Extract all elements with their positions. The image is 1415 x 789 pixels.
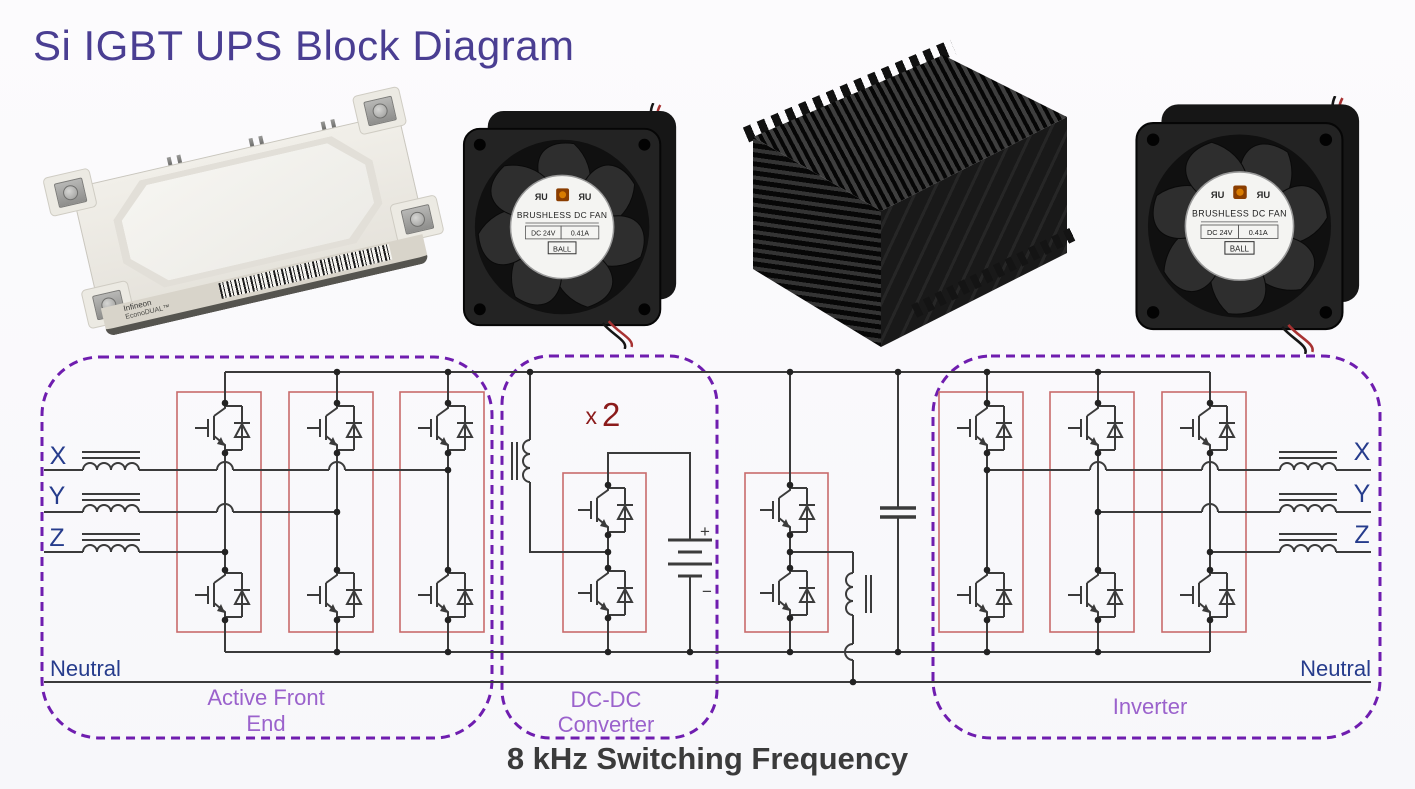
afe-label-line1: Active Front [207, 685, 324, 710]
afe-input-wires [44, 469, 448, 553]
igbt-icon [417, 398, 474, 458]
fan-current: 0.41A [571, 230, 590, 237]
fan-hub-label [509, 174, 615, 280]
inverter-section-border [931, 354, 1382, 740]
igbt-icon [577, 563, 634, 623]
neutral-bridge-circuit [789, 372, 872, 682]
svg-text:BALL: BALL [1230, 245, 1250, 254]
phase-x-right: X [1354, 438, 1371, 466]
battery-minus-label: − [702, 582, 712, 601]
igbt-icon [1179, 565, 1236, 625]
section-labels: Active Front End DC-DC Converter Inverte… [207, 685, 1187, 737]
dcdc-multiplier-value: 2 [602, 396, 620, 433]
inductor-icon [1278, 451, 1338, 471]
igbt-icon [1067, 565, 1124, 625]
inverter-output-wires [987, 469, 1371, 553]
afe-label-line2: End [246, 711, 285, 736]
igbt-icon [1067, 398, 1124, 458]
svg-text:BRUSHLESS DC FAN: BRUSHLESS DC FAN [1192, 209, 1287, 219]
fan-voltage: DC 24V [531, 230, 556, 237]
neutral-label-left: Neutral [50, 656, 121, 681]
igbt-icon [194, 398, 251, 458]
igbt-icon [759, 480, 816, 540]
phase-x-left: X [50, 442, 67, 470]
phase-labels-right: X Y Z [1354, 438, 1371, 549]
igbt-icon [306, 565, 363, 625]
igbt-icon [956, 398, 1013, 458]
caption: 8 kHz Switching Frequency [506, 741, 909, 776]
igbt-icon [956, 565, 1013, 625]
fan-hub-label [1184, 171, 1295, 281]
dcdc-section-border [500, 354, 719, 740]
fan-title: BRUSHLESS DC FAN [517, 210, 607, 220]
phase-y-right: Y [1354, 480, 1371, 508]
inductor-icon [522, 439, 531, 483]
inverter-label: Inverter [1113, 694, 1188, 719]
phase-z-right: Z [1354, 521, 1369, 549]
igbt-box [399, 391, 485, 633]
svg-text:DC 24V: DC 24V [1207, 228, 1233, 237]
fan-cert-left: ЯU [535, 192, 548, 202]
heatsink-photo [695, 25, 1080, 358]
inductor-icon [1278, 493, 1338, 513]
igbt-icon [306, 398, 363, 458]
cooling-fan-photo-left: ЯU ЯU BRUSHLESS DC FAN DC 24V 0.41A BALL [462, 103, 677, 349]
page-title: Si IGBT UPS Block Diagram [33, 22, 575, 69]
igbt-icon [194, 565, 251, 625]
inductor-icon [845, 572, 854, 616]
cooling-fan-photo-right: ЯU ЯU BRUSHLESS DC FAN DC 24V 0.41A BALL [1135, 96, 1360, 354]
igbt-box [938, 391, 1024, 633]
phase-y-left: Y [49, 482, 66, 510]
dcdc-label-line2: Converter [558, 712, 655, 737]
phase-labels-left: X Y Z [49, 442, 67, 552]
dcdc-circuit [511, 372, 712, 652]
igbt-icon [1179, 398, 1236, 458]
battery-plus-label: + [700, 522, 710, 541]
inductor-icon [81, 451, 141, 471]
svg-text:0.41A: 0.41A [1249, 228, 1268, 237]
inductor-icon [1278, 533, 1338, 553]
phase-z-left: Z [49, 524, 64, 552]
svg-text:ЯU: ЯU [1257, 190, 1271, 200]
dc-bus-rails [44, 371, 1371, 683]
inductor-icon [81, 493, 141, 513]
inductor-icon [81, 533, 141, 553]
capacitor-symbol [880, 372, 916, 652]
afe-section-border [40, 355, 494, 740]
battery-symbol: + − [700, 522, 712, 601]
svg-text:ЯU: ЯU [1211, 190, 1225, 200]
dcdc-multiplier-prefix: x [586, 403, 598, 429]
fan-cert-right: ЯU [578, 192, 591, 202]
neutral-label-right: Neutral [1300, 656, 1371, 681]
igbt-icon [759, 563, 816, 623]
dcdc-label-line1: DC-DC [571, 687, 642, 712]
fan-bearing: BALL [553, 244, 571, 253]
igbt-icon [577, 480, 634, 540]
igbt-icon [417, 565, 474, 625]
